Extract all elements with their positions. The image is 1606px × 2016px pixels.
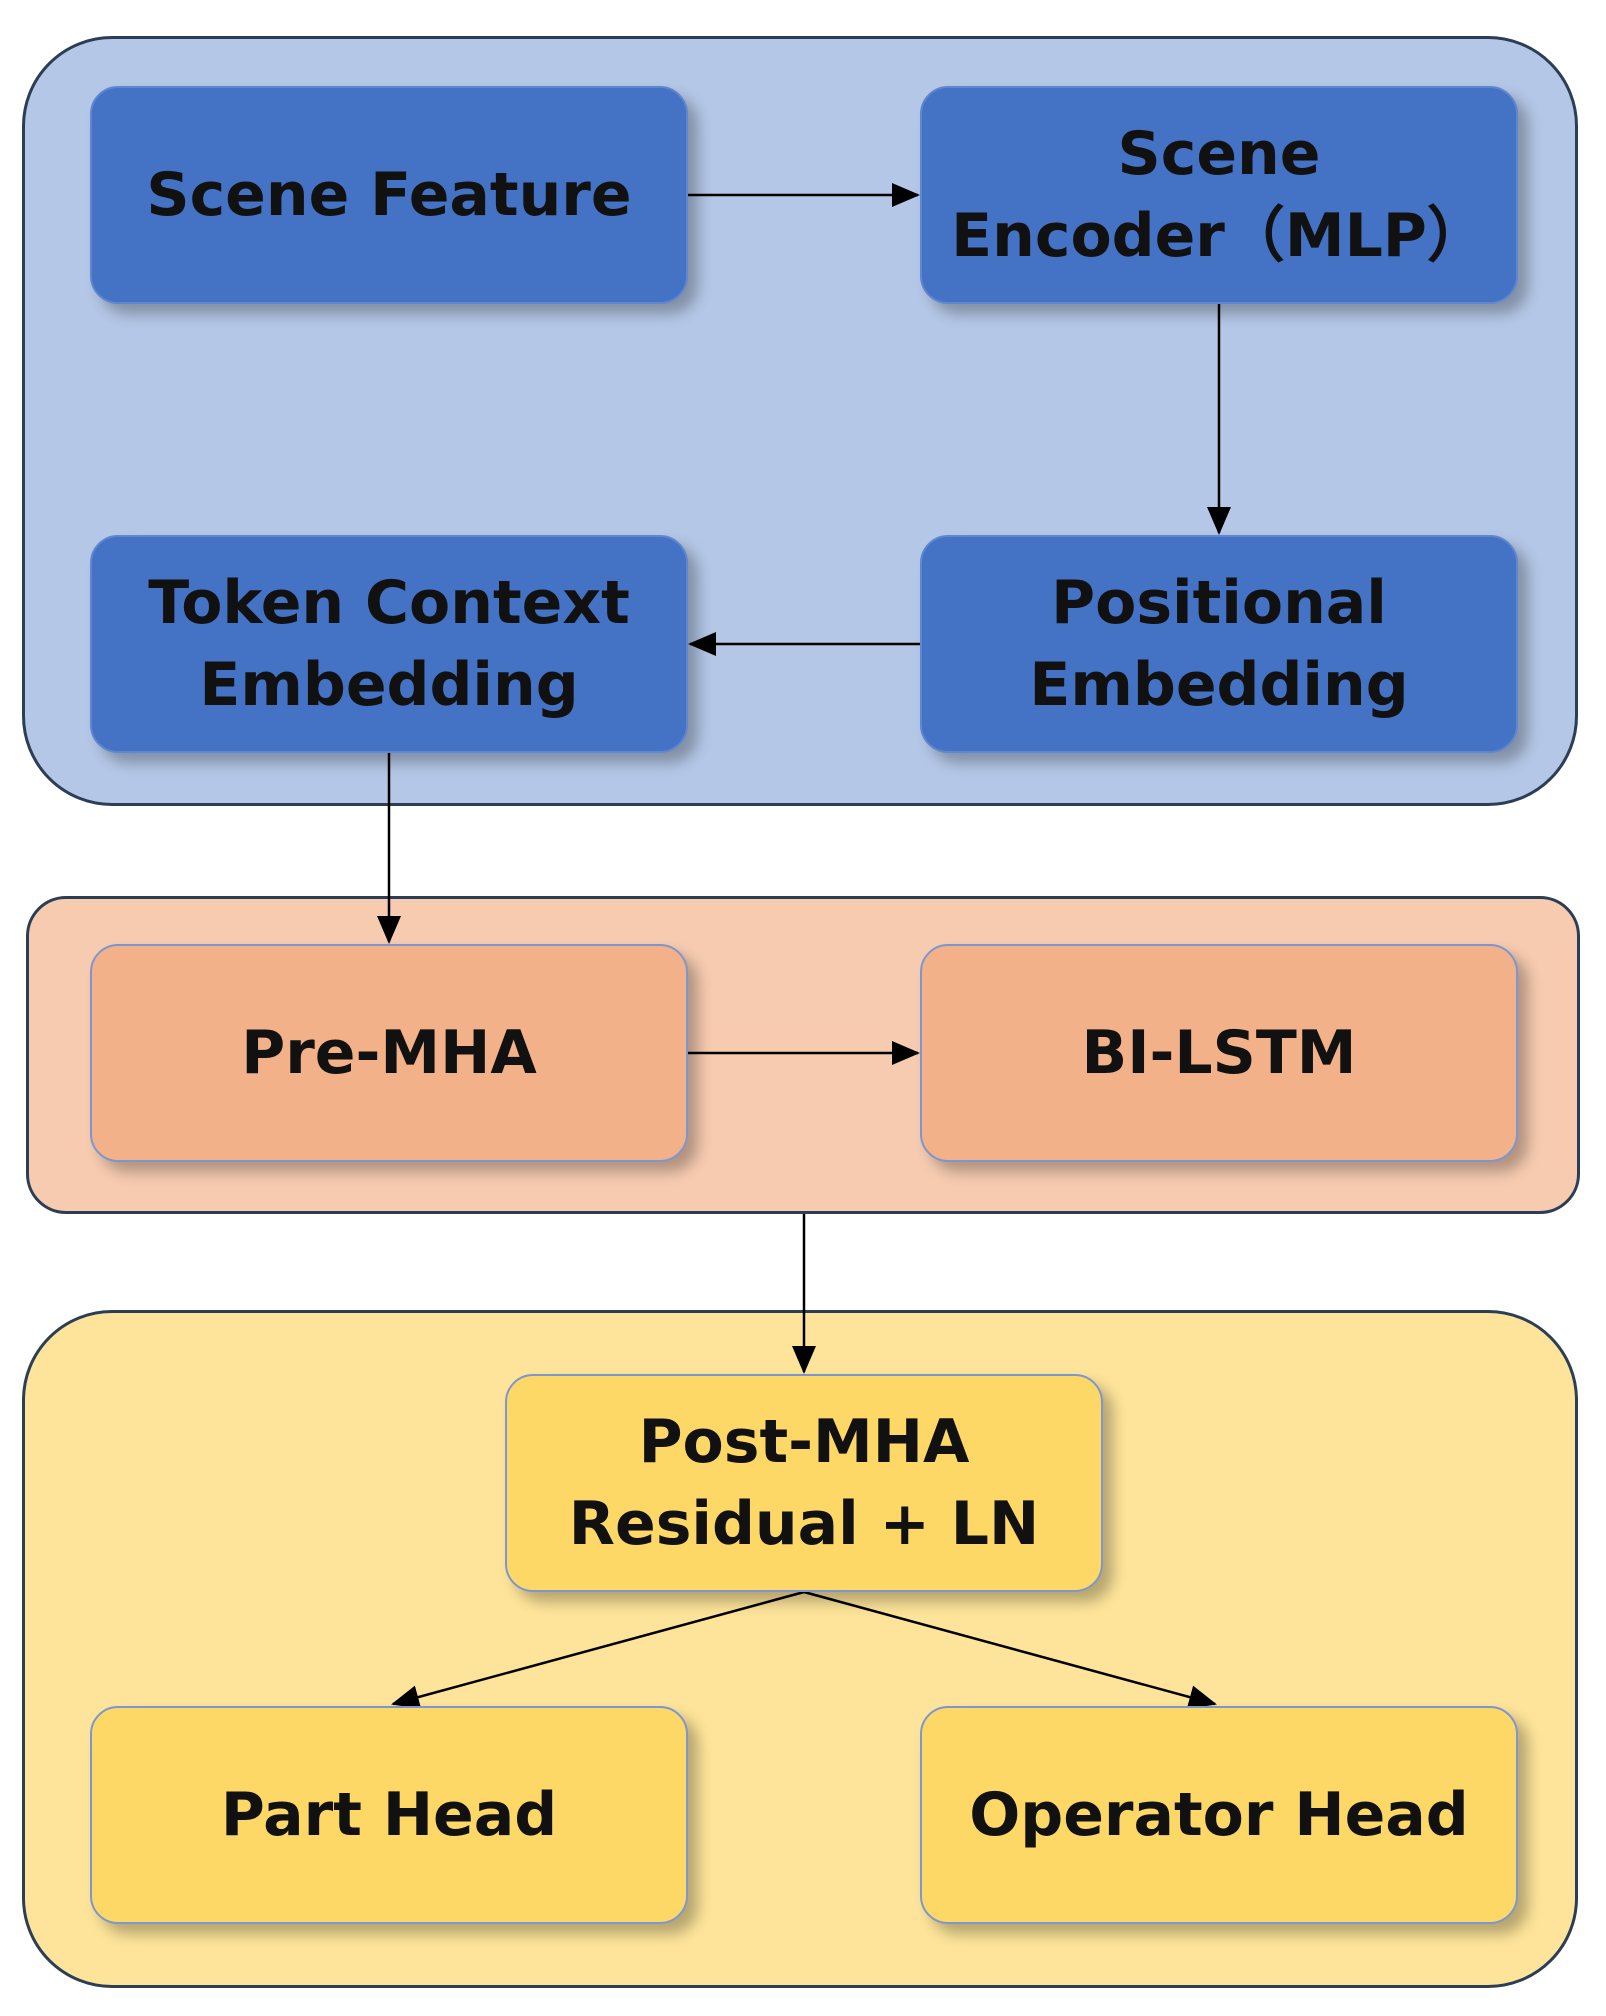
post-mha-node: Post-MHA Residual + LN <box>505 1374 1103 1592</box>
pre-mha-node: Pre-MHA <box>90 944 688 1162</box>
positional-embedding-node: Positional Embedding <box>920 535 1518 753</box>
scene-encoder-node: Scene Encoder（MLP） <box>920 86 1518 304</box>
operator-head-node: Operator Head <box>920 1706 1518 1924</box>
bi-lstm-node: BI-LSTM <box>920 944 1518 1162</box>
part-head-node: Part Head <box>90 1706 688 1924</box>
token-context-embedding-node: Token Context Embedding <box>90 535 688 753</box>
scene-feature-node: Scene Feature <box>90 86 688 304</box>
